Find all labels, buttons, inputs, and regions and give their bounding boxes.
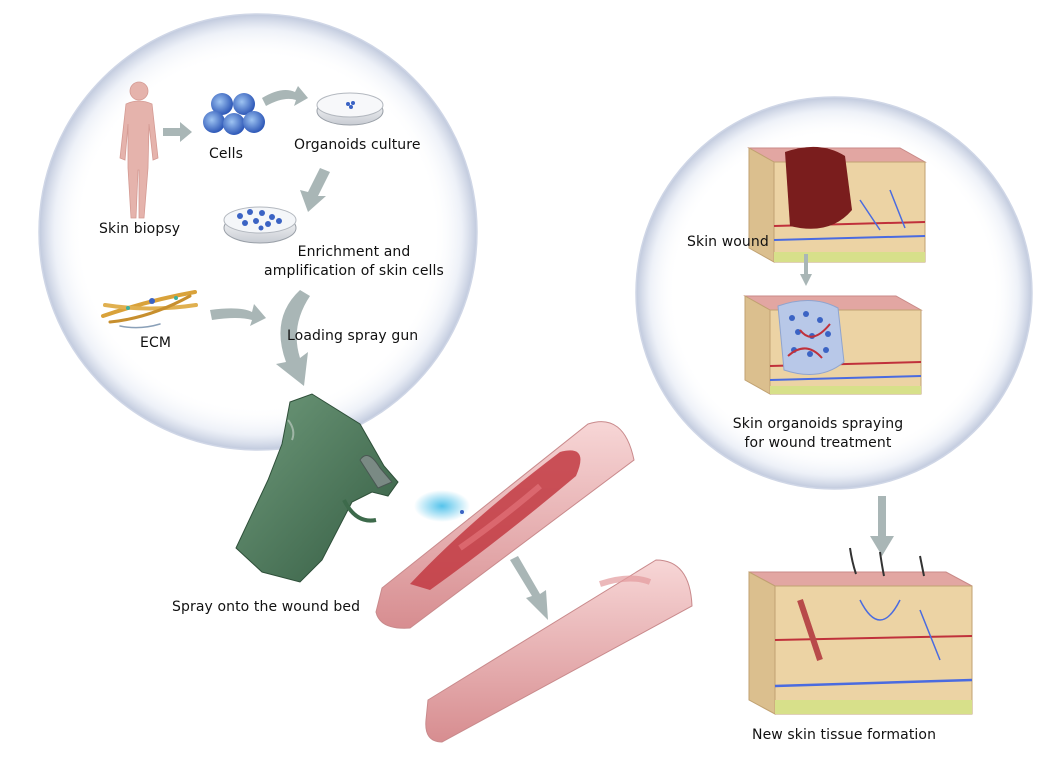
spray-mist: [414, 490, 470, 522]
label-organoids-spraying-line1: Skin organoids spraying: [732, 416, 904, 432]
arrow-loading-spray-gun: [276, 290, 310, 386]
arrow-wound-to-treatment: [800, 254, 812, 286]
culture-dish-icon: [316, 92, 384, 126]
wounded-limb-icon: [375, 421, 635, 629]
label-organoids-spraying-line2: for wound treatment: [744, 435, 892, 451]
new-skin-block-icon: [748, 547, 973, 715]
healed-limb-icon: [425, 559, 693, 743]
label-spray-onto-wound-bed: Spray onto the wound bed: [172, 599, 361, 615]
label-cells: Cells: [209, 146, 243, 162]
arrow-ecm-to-gun: [210, 304, 266, 326]
enrichment-dish-icon: [223, 206, 297, 244]
label-enrichment-line1: Enrichment and: [297, 244, 411, 260]
label-skin-wound: Skin wound: [687, 234, 769, 250]
cells-cluster-icon: [203, 93, 265, 135]
label-organoids-culture: Organoids culture: [294, 137, 421, 153]
label-enrichment-line2: amplification of skin cells: [264, 263, 444, 279]
label-loading-spray-gun: Loading spray gun: [287, 328, 419, 344]
label-ecm: ECM: [140, 335, 172, 351]
label-organoids-spraying: Skin organoids spraying for wound treatm…: [718, 415, 918, 453]
arrow-cells-to-organoids: [262, 86, 308, 106]
arrow-wound-to-healed: [510, 556, 548, 620]
label-enrichment: Enrichment and amplification of skin cel…: [258, 243, 450, 281]
organoid-spraying-block-icon: [743, 295, 923, 395]
label-skin-biopsy: Skin biopsy: [99, 221, 181, 237]
right-bubble: [635, 96, 1033, 490]
flow-arrows: [163, 86, 330, 386]
spray-gun-icon: [235, 393, 399, 583]
arrow-organoids-to-enrichment: [300, 168, 330, 212]
skin-wound-block-icon: [747, 146, 927, 263]
ecm-fibers-icon: [101, 290, 198, 329]
arrow-treatment-to-new-skin: [870, 496, 894, 556]
label-new-skin-tissue-formation: New skin tissue formation: [752, 727, 937, 743]
human-figure-icon: [119, 81, 159, 219]
arrow-biopsy-to-cells: [163, 122, 192, 142]
